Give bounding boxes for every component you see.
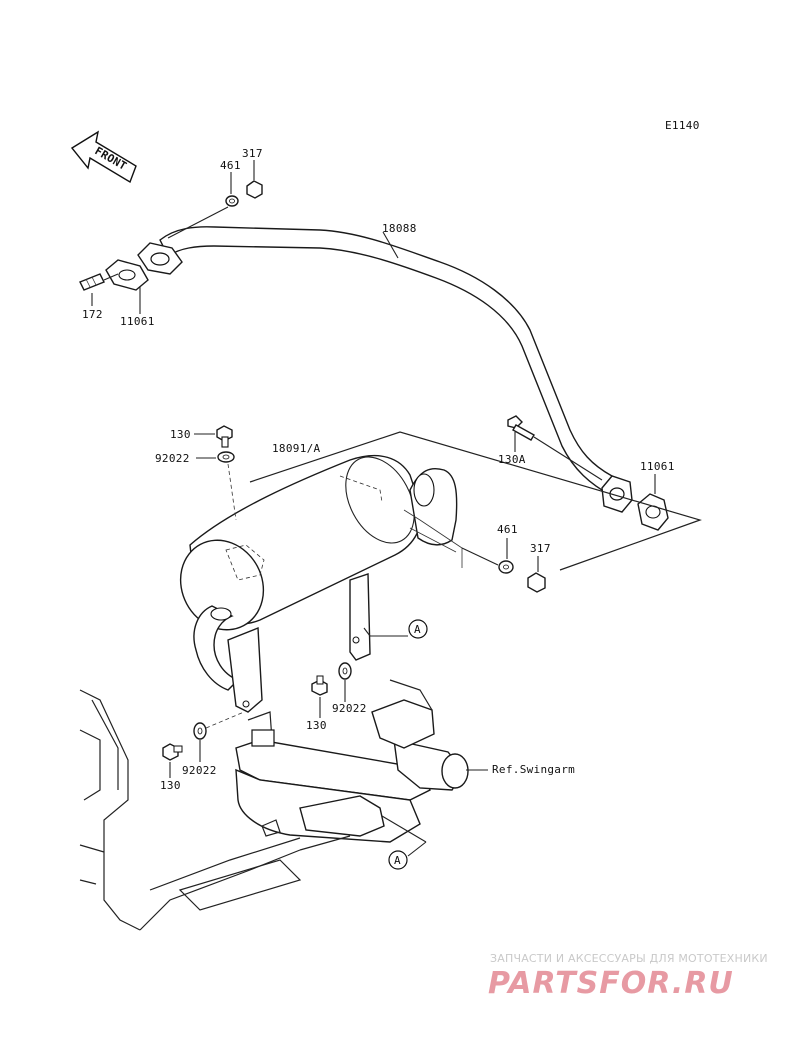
label-92022-mid: 92022: [332, 702, 367, 715]
label-18088: 18088: [382, 222, 417, 235]
diagram-code: E1140: [665, 119, 700, 132]
ref-swingarm-label: Ref.Swingarm: [492, 763, 575, 776]
callout-a-circle-top: [408, 619, 428, 639]
washer-92022-mid: [338, 662, 352, 680]
bolt-130-mid: [311, 675, 328, 696]
gasket-11061-right: [637, 493, 669, 531]
label-92022-top: 92022: [155, 452, 190, 465]
stud-bolt-172: [79, 273, 105, 291]
callout-a-top: A: [414, 623, 421, 636]
nut-317-top: [246, 180, 263, 199]
bolt-130-top: [216, 425, 233, 448]
label-172: 172: [82, 308, 103, 321]
label-130-low: 130: [160, 779, 181, 792]
nut-317-right: [527, 572, 546, 593]
washer-92022-low: [193, 722, 207, 740]
bolt-130-low: [162, 743, 183, 761]
watermark-tagline: ЗАПЧАСТИ И АКСЕССУАРЫ ДЛЯ МОТОТЕХНИКИ: [490, 952, 768, 965]
label-130-top: 130: [170, 428, 191, 441]
washer-461-top: [225, 195, 239, 207]
frame-swingarm: [79, 679, 469, 931]
gasket-11061-left: [105, 259, 149, 291]
callout-a-bottom: A: [394, 854, 401, 867]
front-arrow-icon: FRONT: [70, 130, 137, 184]
bolt-130a: [507, 415, 535, 441]
label-461-top: 461: [220, 159, 241, 172]
label-130-mid: 130: [306, 719, 327, 732]
label-11061-left: 11061: [120, 315, 155, 328]
watermark-logo: PARTSFOR.RU: [488, 966, 734, 1001]
label-11061-right: 11061: [640, 460, 675, 473]
label-18091a: 18091/A: [272, 442, 321, 455]
muffler-18091a: [179, 431, 702, 713]
label-317-top: 317: [242, 147, 263, 160]
label-461-right: 461: [497, 523, 518, 536]
washer-461-right: [498, 560, 514, 574]
callout-a-circle-bottom: [388, 850, 408, 870]
label-92022-low: 92022: [182, 764, 217, 777]
label-317-right: 317: [530, 542, 551, 555]
washer-92022-top: [217, 451, 235, 463]
label-130a: 130A: [498, 453, 526, 466]
